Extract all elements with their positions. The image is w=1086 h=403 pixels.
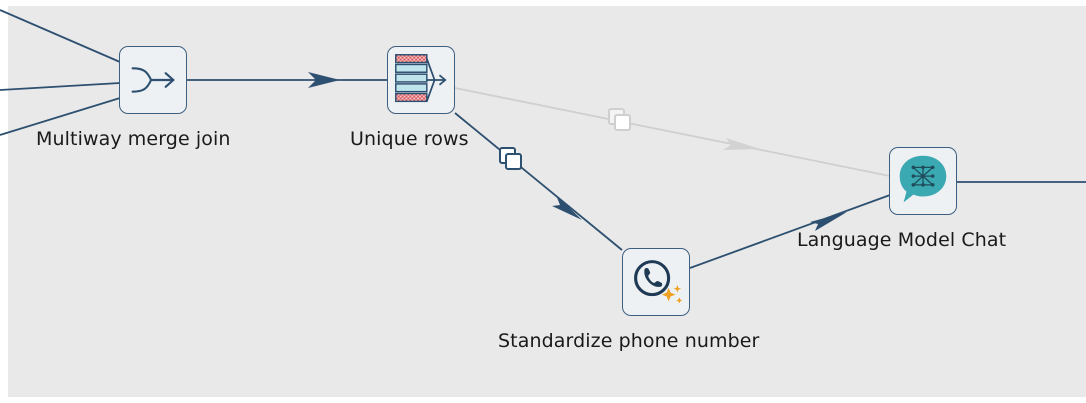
incoming-hop-2[interactable] [0,82,121,91]
copy-rows-icon[interactable] [606,106,636,136]
chat-network-icon [899,155,947,203]
step-standardize-phone-number[interactable] [622,248,690,316]
unique-rows-icon [395,54,447,103]
step-label-language-model-chat: Language Model Chat [797,229,1007,251]
hop-unique-to-phone[interactable] [454,112,623,251]
step-label-multiway-merge-join: Multiway merge join [36,128,231,150]
step-multiway-merge-join[interactable] [119,46,187,114]
phone-sparkle-icon [634,260,683,304]
copy-rows-icon[interactable] [497,145,527,175]
hop-unique-to-llm[interactable] [454,87,891,177]
step-label-unique-rows: Unique rows [350,128,469,150]
hop-phone-to-llm[interactable] [689,194,891,269]
step-language-model-chat[interactable] [889,147,957,215]
incoming-hop-3[interactable] [0,97,121,136]
merge-arrow-icon [131,67,175,93]
incoming-hop-1[interactable] [0,9,121,63]
step-unique-rows[interactable] [387,46,455,114]
step-label-standardize-phone-number: Standardize phone number [498,330,760,352]
